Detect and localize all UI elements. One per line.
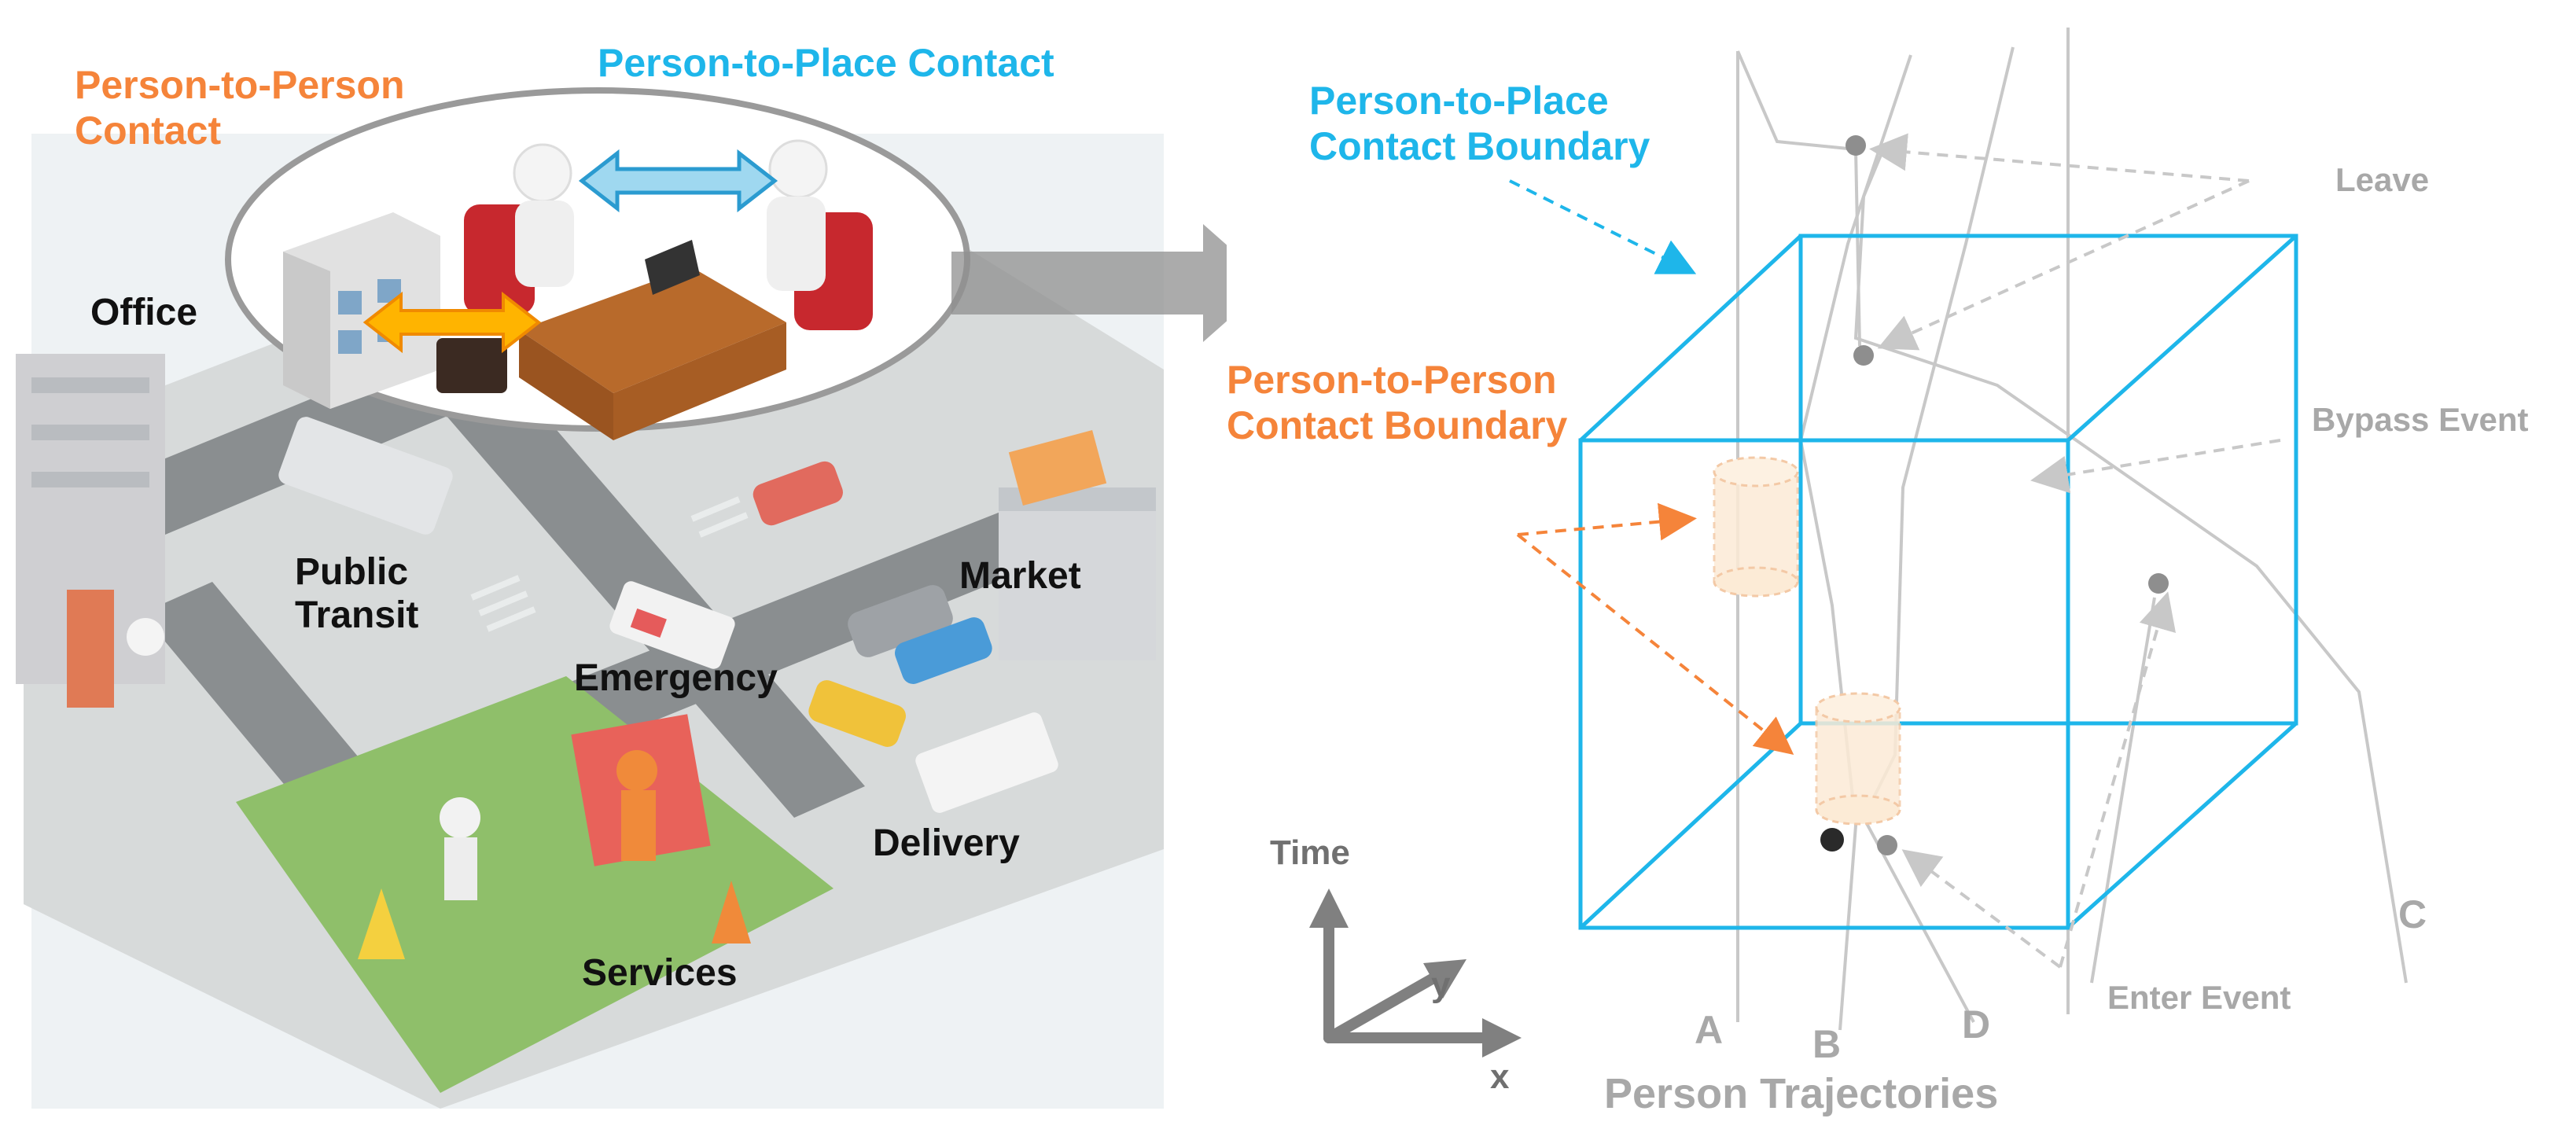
label-services: Services <box>582 952 738 994</box>
person-trajectories-caption: Person Trajectories <box>1604 1070 1999 1117</box>
trajectory-label-d: D <box>1962 1002 1991 1047</box>
trajectory-label-b: B <box>1812 1022 1842 1066</box>
trajectory-label-a: A <box>1695 1008 1724 1052</box>
label-office: Office <box>90 292 198 333</box>
trajectory-lines <box>1736 28 2408 1031</box>
axis-y-label: y <box>1431 966 1451 1004</box>
transition-arrow <box>951 224 1227 342</box>
p2place-contact-title: Person-to-Place Contact <box>598 41 1054 85</box>
boundary-pointers <box>1509 179 1794 755</box>
label-emergency: Emergency <box>574 657 778 699</box>
label-market: Market <box>959 555 1081 597</box>
p2p-boundary-cylinder-2 <box>1815 692 1901 826</box>
leave-event-label: Leave <box>2335 161 2430 198</box>
place-boundary-cube <box>1578 234 2298 930</box>
event-pointers <box>1869 133 2281 969</box>
axes-icon <box>1309 888 1522 1058</box>
enter-event-label: Enter Event <box>2107 979 2291 1016</box>
axis-x-label: x <box>1490 1058 1510 1096</box>
p2p-boundary-cylinder-1 <box>1713 456 1799 598</box>
event-dots <box>1820 135 2169 855</box>
label-delivery: Delivery <box>873 822 1020 864</box>
bypass-event-label: Bypass Event <box>2312 401 2529 438</box>
axis-time-label: Time <box>1270 833 1350 872</box>
trajectory-label-c: C <box>2398 892 2427 936</box>
